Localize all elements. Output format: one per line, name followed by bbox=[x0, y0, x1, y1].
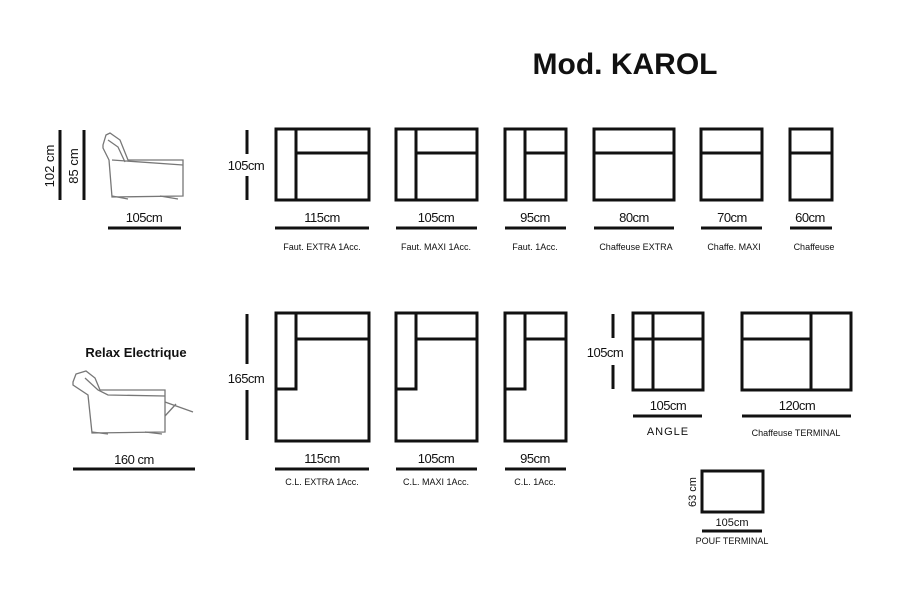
module-cl: 95cm C.L. 1Acc. bbox=[503, 311, 568, 487]
module-name: C.L. 1Acc. bbox=[514, 477, 556, 487]
top-height-label: 105cm bbox=[228, 158, 265, 173]
width-label: 105cm bbox=[418, 451, 455, 466]
module-chaffeuse-extra: 80cm Chaffeuse EXTRA bbox=[592, 127, 676, 252]
module-faut: 95cm Faut. 1Acc. bbox=[503, 127, 568, 252]
module-chaffeuse-terminal: 120cm Chaffeuse TERMINAL bbox=[740, 311, 853, 438]
width-label: 95cm bbox=[520, 451, 550, 466]
module-cl-maxi: 105cm C.L. MAXI 1Acc. bbox=[394, 311, 479, 487]
module-name: Chaffe. MAXI bbox=[707, 242, 760, 252]
bottom-row: 165cm 115cm C.L. EXTRA 1Acc. 105cm C.L. … bbox=[228, 311, 568, 487]
width-label: 115cm bbox=[304, 210, 340, 225]
width-label: 105cm bbox=[715, 517, 748, 529]
angle-height-label: 105cm bbox=[587, 345, 624, 360]
module-name: C.L. MAXI 1Acc. bbox=[403, 477, 469, 487]
depth-label: 105cm bbox=[126, 210, 163, 225]
armchair-side-sketch bbox=[102, 132, 184, 200]
module-name: Faut. MAXI 1Acc. bbox=[401, 242, 471, 252]
module-cl-extra: 115cm C.L. EXTRA 1Acc. bbox=[274, 311, 371, 487]
module-chaffeuse: 60cm Chaffeuse bbox=[788, 127, 835, 252]
width-label: 95cm bbox=[520, 210, 550, 225]
pouf-height-label: 63 cm bbox=[687, 477, 699, 507]
width-label: 105cm bbox=[418, 210, 455, 225]
module-name: Chaffeuse TERMINAL bbox=[752, 428, 841, 438]
width-label: 120cm bbox=[779, 398, 816, 413]
module-angle: 105cm 105cm ANGLE bbox=[587, 311, 705, 438]
module-chaffe-maxi: 70cm Chaffe. MAXI bbox=[699, 127, 764, 252]
side-view: 102 cm 85 cm 105cm bbox=[42, 130, 184, 230]
module-faut-maxi: 105cm Faut. MAXI 1Acc. bbox=[394, 127, 479, 252]
module-pouf-terminal: 63 cm 105cm POUF TERMINAL bbox=[687, 469, 769, 546]
module-name: Faut. EXTRA 1Acc. bbox=[283, 242, 361, 252]
relax-length-label: 160 cm bbox=[114, 452, 154, 467]
relax-view: Relax Electrique 160 cm bbox=[72, 345, 195, 471]
model-title: Mod. KAROL bbox=[533, 48, 718, 81]
module-name: Chaffeuse bbox=[794, 242, 835, 252]
module-name: POUF TERMINAL bbox=[696, 536, 769, 546]
module-name: Chaffeuse EXTRA bbox=[599, 242, 672, 252]
bottom-height-label: 165cm bbox=[228, 371, 265, 386]
module-faut-extra: 115cm Faut. EXTRA 1Acc. bbox=[274, 127, 371, 252]
recliner-side-sketch bbox=[72, 370, 194, 435]
relax-label: Relax Electrique bbox=[85, 345, 186, 360]
module-name: Faut. 1Acc. bbox=[512, 242, 558, 252]
module-name: C.L. EXTRA 1Acc. bbox=[285, 477, 359, 487]
width-label: 105cm bbox=[650, 398, 687, 413]
width-label: 115cm bbox=[304, 451, 340, 466]
height-seat-label: 85 cm bbox=[66, 148, 81, 183]
top-row: 105cm 115cm Faut. EXTRA 1Acc. 105cm Faut… bbox=[228, 127, 835, 252]
module-name: ANGLE bbox=[647, 426, 689, 438]
width-label: 70cm bbox=[717, 210, 747, 225]
height-total-label: 102 cm bbox=[42, 145, 57, 188]
width-label: 80cm bbox=[619, 210, 649, 225]
width-label: 60cm bbox=[795, 210, 825, 225]
